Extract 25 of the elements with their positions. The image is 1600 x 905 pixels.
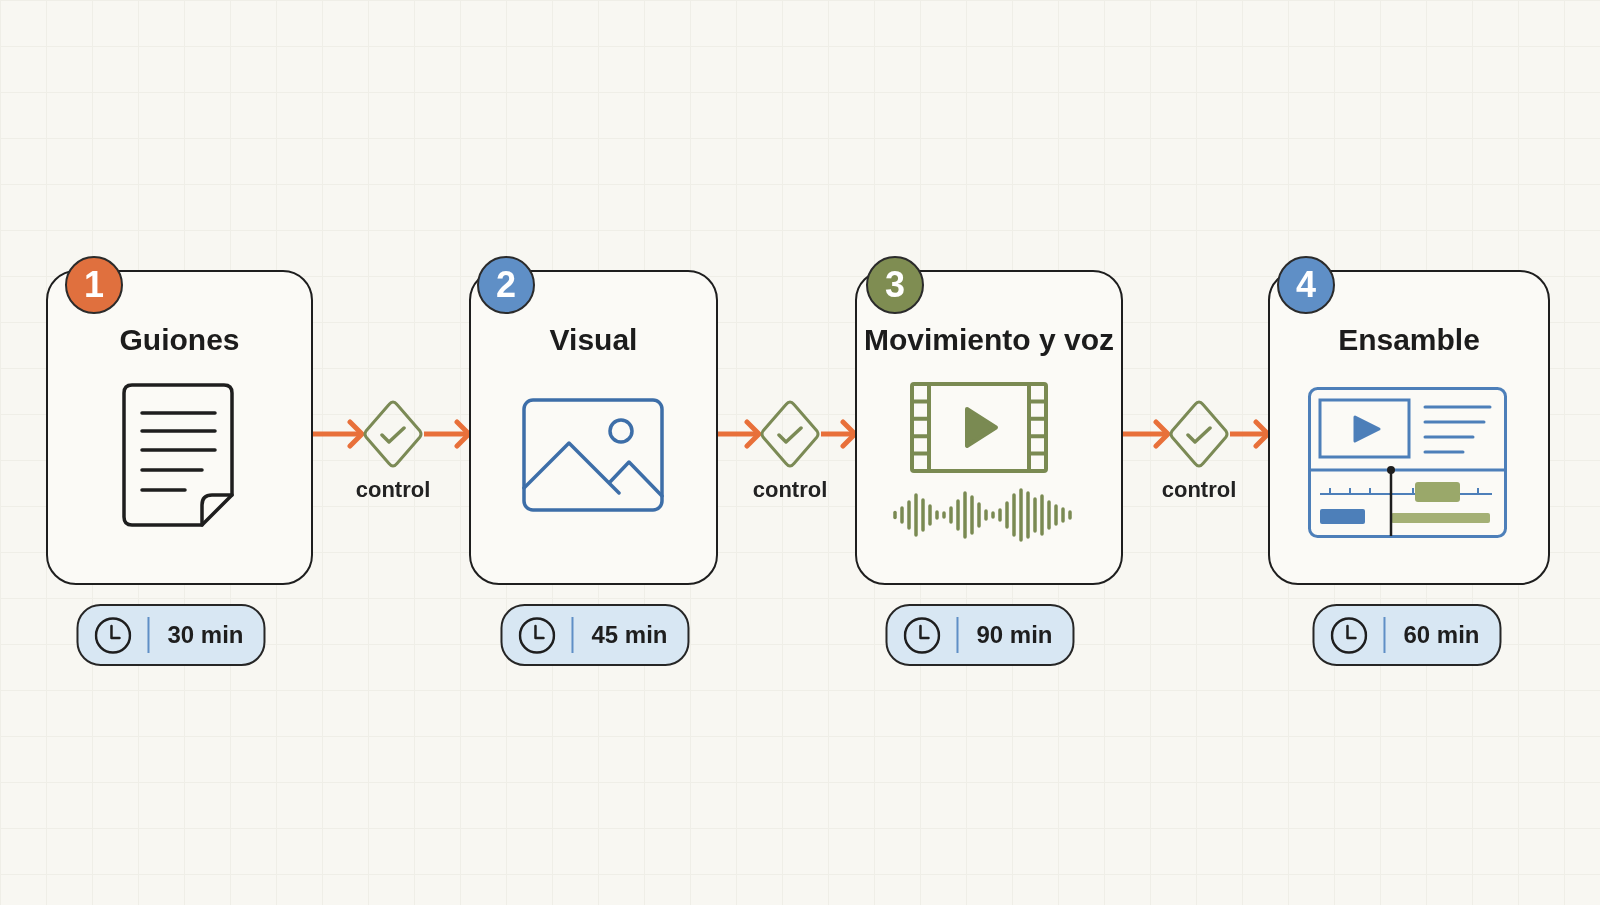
step-title: Movimiento y voz <box>863 322 1114 358</box>
checkpoint-diamond <box>362 399 424 469</box>
step-number-badge: 4 <box>1277 256 1335 314</box>
control-label: control <box>355 476 431 504</box>
step-card <box>855 270 1123 585</box>
checkpoint-diamond <box>1168 399 1230 469</box>
arrow <box>718 419 762 449</box>
step-number-badge: 2 <box>477 256 535 314</box>
duration-text: 45 min <box>591 620 668 650</box>
arrow <box>1123 419 1171 449</box>
duration-text: 30 min <box>167 620 244 650</box>
arrow <box>313 419 365 449</box>
step-card <box>46 270 313 585</box>
step-title: Guiones <box>119 322 240 358</box>
step-title: Ensamble <box>1338 322 1480 358</box>
checkpoint-diamond <box>759 399 821 469</box>
duration-text: 60 min <box>1403 620 1480 650</box>
control-label: control <box>752 476 828 504</box>
control-label: control <box>1161 476 1237 504</box>
step-title: Visual <box>549 322 638 358</box>
step-number-badge: 3 <box>866 256 924 314</box>
step-number-badge: 1 <box>65 256 123 314</box>
step-card <box>1268 270 1550 585</box>
step-card <box>469 270 718 585</box>
duration-text: 90 min <box>976 620 1053 650</box>
